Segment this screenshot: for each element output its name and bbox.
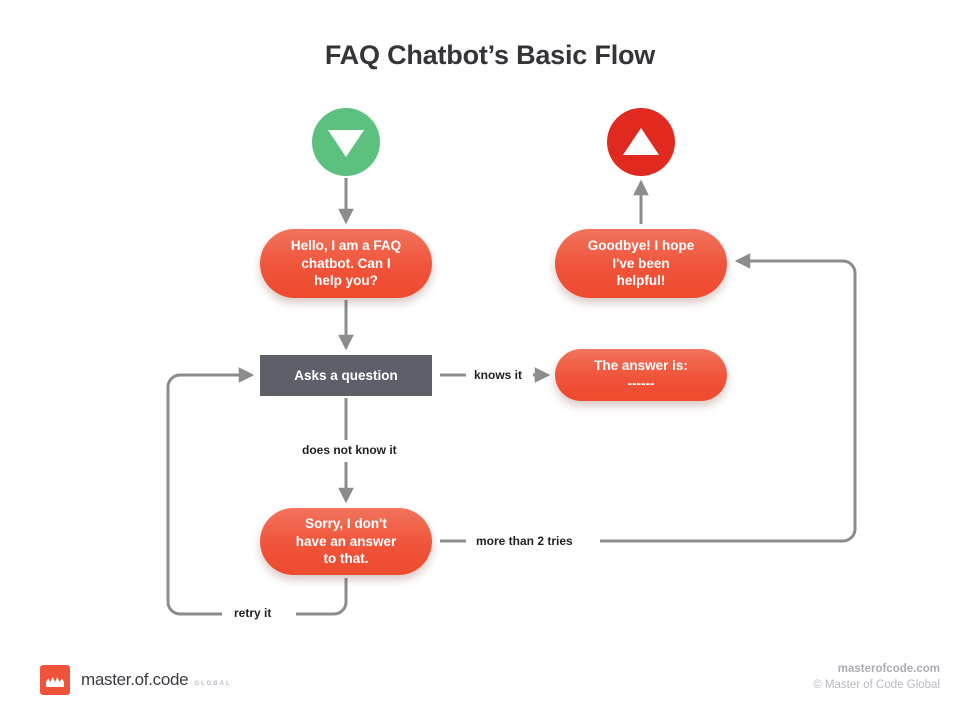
edge-label-does-not-know-it: does not know it — [296, 443, 403, 457]
triangle-down-icon — [328, 129, 364, 157]
start-terminal[interactable] — [312, 108, 380, 176]
edge-label-more-than-2-tries: more than 2 tries — [470, 534, 579, 548]
triangle-up-icon — [623, 127, 659, 155]
brand-logo[interactable]: master.of.code GLOBAL — [40, 665, 232, 695]
edge-noanswer-to-goodbye-loop — [600, 253, 857, 543]
crown-icon — [40, 665, 70, 695]
edge-label-retry-it: retry it — [228, 606, 278, 620]
node-answer-bubble[interactable]: The answer is: ------ — [555, 349, 727, 401]
node-asks-a-question[interactable]: Asks a question — [260, 355, 432, 396]
footer-credits: masterofcode.com © Master of Code Global — [813, 663, 940, 691]
end-terminal[interactable] — [607, 108, 675, 176]
node-greeting-bubble[interactable]: Hello, I am a FAQ chatbot. Can I help yo… — [260, 229, 432, 298]
page-title: FAQ Chatbot’s Basic Flow — [324, 40, 656, 70]
edge-retry-left-segment — [296, 578, 348, 616]
footer-website[interactable]: masterofcode.com — [837, 663, 940, 675]
node-no-answer-bubble[interactable]: Sorry, I don't have an answer to that. — [260, 508, 432, 575]
node-goodbye-bubble[interactable]: Goodbye! I hope I've been helpful! — [555, 229, 727, 298]
brand-subtitle: GLOBAL — [194, 681, 232, 687]
brand-name: master.of.code — [81, 670, 189, 689]
brand-wordmark: master.of.code GLOBAL — [81, 670, 232, 690]
edge-label-knows-it: knows it — [468, 368, 529, 382]
edge-retry-to-asks — [166, 367, 255, 616]
footer-copyright: © Master of Code Global — [813, 679, 940, 691]
